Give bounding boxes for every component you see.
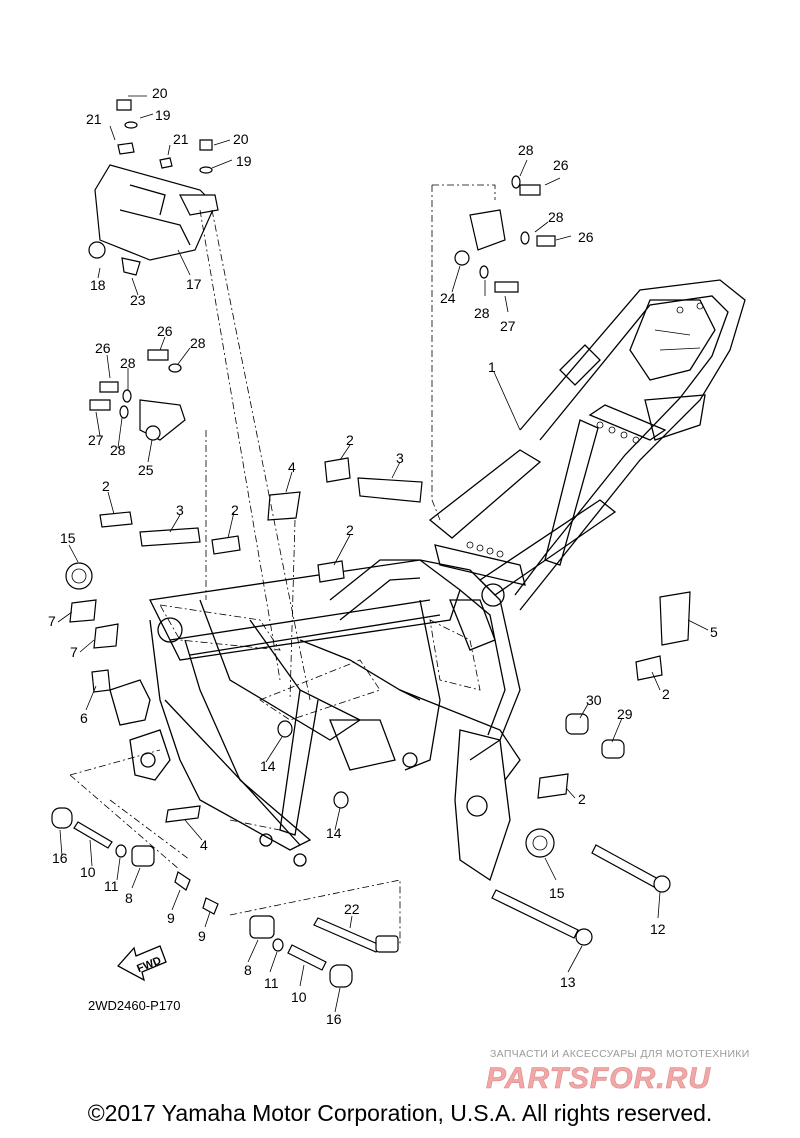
callout-labels: 20 19 21 21 20 19 18 23 17 28 26 28 26 2… [48, 85, 718, 1027]
callout-15-a: 15 [60, 530, 76, 546]
callout-6: 6 [80, 710, 88, 726]
callout-28-d: 28 [190, 335, 206, 351]
callout-28-f: 28 [110, 442, 126, 458]
callout-5: 5 [710, 624, 718, 640]
callout-3-a: 3 [396, 450, 404, 466]
callout-28-c: 28 [474, 305, 490, 321]
callout-7-b: 7 [70, 644, 78, 660]
callout-2-f: 2 [578, 791, 586, 807]
engine-mount-brackets [89, 175, 556, 441]
callout-21-b: 21 [173, 131, 189, 147]
callout-20-b: 20 [233, 131, 249, 147]
callout-9-a: 9 [167, 910, 175, 926]
callout-15-b: 15 [549, 885, 565, 901]
callout-23: 23 [130, 292, 146, 308]
fwd-label: FWD [135, 955, 163, 976]
leader-lines [57, 95, 709, 1013]
callout-12: 12 [650, 921, 666, 937]
main-frame [109, 279, 746, 882]
callout-19-b: 19 [236, 153, 252, 169]
callout-29: 29 [617, 706, 633, 722]
callout-26-a: 26 [553, 157, 569, 173]
callout-26-d: 26 [95, 340, 111, 356]
callout-24: 24 [440, 290, 456, 306]
callout-10-a: 10 [80, 864, 96, 880]
callout-10-b: 10 [291, 989, 307, 1005]
callout-26-c: 26 [157, 323, 173, 339]
callout-4-b: 4 [200, 837, 208, 853]
fwd-arrow-icon: FWD [116, 945, 167, 982]
callout-27-a: 27 [500, 318, 516, 334]
callout-7-a: 7 [48, 613, 56, 629]
callout-11-a: 11 [104, 878, 119, 894]
callout-2-d: 2 [346, 522, 354, 538]
watermark-brand: PARTSFOR.RU [486, 1062, 711, 1095]
copyright-notice: ©2017 Yamaha Motor Corporation, U.S.A. A… [87, 1100, 713, 1126]
callout-28-e: 28 [120, 355, 136, 371]
callout-11-b: 11 [264, 975, 279, 991]
callout-16-a: 16 [52, 850, 68, 866]
callout-26-b: 26 [578, 229, 594, 245]
battery-box-assembly [88, 99, 219, 276]
callout-21-a: 21 [86, 111, 102, 127]
callout-2-a: 2 [346, 432, 354, 448]
callout-4-a: 4 [288, 459, 296, 475]
callout-30: 30 [586, 692, 602, 708]
callout-2-e: 2 [662, 686, 670, 702]
callout-8-a: 8 [125, 890, 133, 906]
callout-18: 18 [90, 277, 106, 293]
watermark: ЗАПЧАСТИ И АКСЕССУАРЫ ДЛЯ МОТОТЕХНИКИ PA… [486, 1048, 750, 1095]
callout-14-b: 14 [326, 825, 342, 841]
callout-2-c: 2 [231, 502, 239, 518]
callout-28-b: 28 [548, 209, 564, 225]
callout-17: 17 [186, 276, 202, 292]
callout-20-a: 20 [152, 85, 168, 101]
diagram-code: 2WD2460-P170 [88, 998, 181, 1013]
callout-25: 25 [138, 462, 154, 478]
frame-decals [69, 457, 691, 823]
callout-28-a: 28 [518, 142, 534, 158]
callout-8-b: 8 [244, 962, 252, 978]
callout-13: 13 [560, 974, 576, 990]
callout-14-a: 14 [260, 758, 276, 774]
callout-2-b: 2 [102, 478, 110, 494]
callout-22: 22 [344, 901, 360, 917]
callout-27-b: 27 [88, 432, 104, 448]
callout-1: 1 [488, 359, 496, 375]
pivot-hardware [51, 562, 671, 988]
callout-3-b: 3 [176, 502, 184, 518]
callout-16-b: 16 [326, 1011, 342, 1027]
callout-19-a: 19 [155, 107, 171, 123]
watermark-subtitle: ЗАПЧАСТИ И АКСЕССУАРЫ ДЛЯ МОТОТЕХНИКИ [490, 1048, 750, 1060]
callout-9-b: 9 [198, 928, 206, 944]
